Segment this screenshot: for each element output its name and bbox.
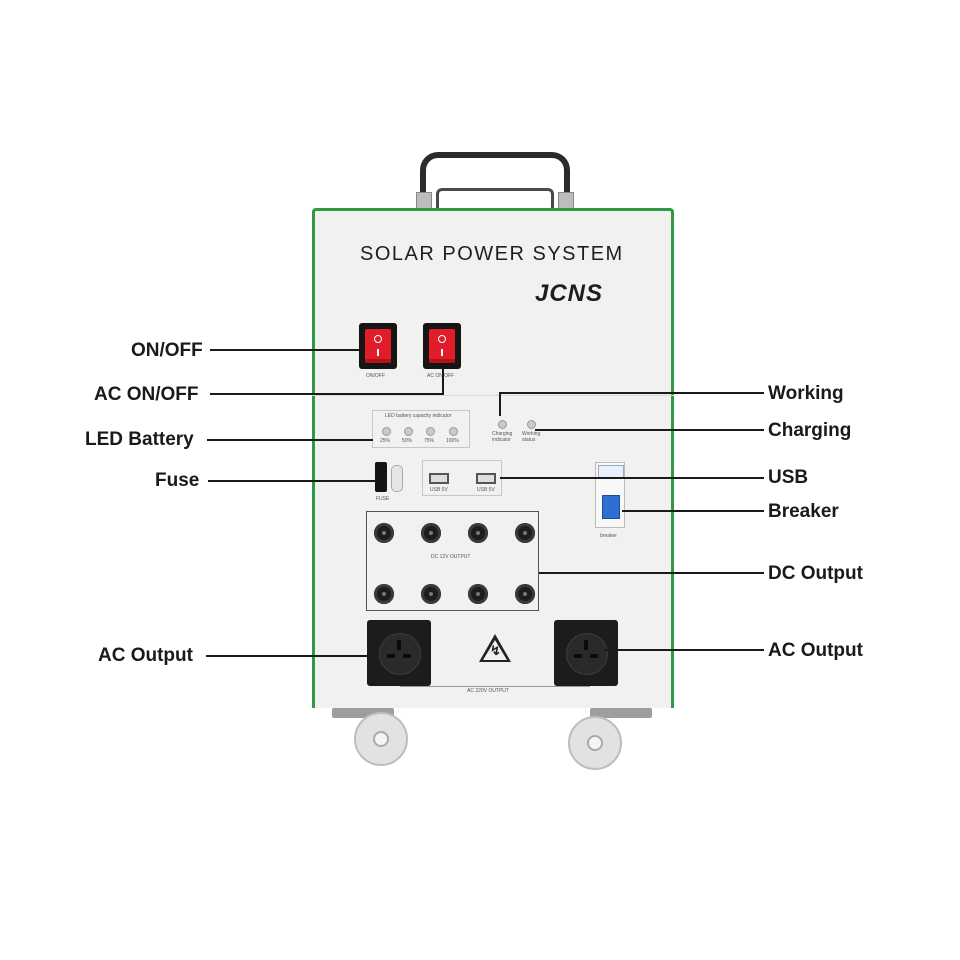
dc-jack[interactable] xyxy=(468,523,488,543)
battery-level-75: 75% xyxy=(424,438,435,444)
leader-ac-on-off xyxy=(210,393,444,395)
caster-mount-right xyxy=(590,708,652,718)
socket-pin xyxy=(403,654,411,658)
working-status-led xyxy=(527,420,536,429)
leader-ac-output-left xyxy=(206,655,369,657)
usb-port-1[interactable] xyxy=(429,473,449,484)
working-status-label: Working status xyxy=(522,431,541,443)
product-title: SOLAR POWER SYSTEM xyxy=(360,243,624,265)
leader-fuse xyxy=(208,480,376,482)
dc-jack[interactable] xyxy=(515,523,535,543)
battery-level-25: 25% xyxy=(380,438,391,444)
warning-icon-inner xyxy=(483,640,507,660)
leader-working-vertical xyxy=(499,392,501,416)
dc-jack[interactable] xyxy=(374,584,394,604)
lightning-icon: ↯ xyxy=(490,643,501,658)
carry-handle xyxy=(420,152,570,212)
carry-handle-grip xyxy=(436,188,554,210)
rocker-switch-icon xyxy=(365,329,391,363)
socket-pin xyxy=(590,654,598,658)
battery-led-100 xyxy=(449,427,458,436)
leader-usb xyxy=(500,477,764,479)
socket-pin xyxy=(584,640,588,650)
charging-indicator-led xyxy=(498,420,507,429)
battery-indicator-panel: LED battery capacity indicator 25% 50% 7… xyxy=(372,410,470,448)
callout-charging: Charging xyxy=(768,420,852,441)
dc-jack[interactable] xyxy=(468,584,488,604)
dc-output-panel: DC 12V OUTPUT xyxy=(366,511,539,611)
dc-jack[interactable] xyxy=(421,523,441,543)
breaker-toggle[interactable] xyxy=(602,495,620,519)
on-off-switch[interactable] xyxy=(359,323,397,369)
callout-on-off: ON/OFF xyxy=(131,340,203,361)
breaker-panel-label: breaker xyxy=(600,533,617,539)
ac-socket-left[interactable] xyxy=(367,620,431,686)
leader-ac-on-off-vertical xyxy=(442,369,444,395)
battery-led-25 xyxy=(382,427,391,436)
leader-breaker xyxy=(622,510,764,512)
dc-jack[interactable] xyxy=(374,523,394,543)
callout-ac-on-off: AC ON/OFF xyxy=(94,384,199,405)
callout-working: Working xyxy=(768,383,844,404)
battery-led-50 xyxy=(404,427,413,436)
rocker-switch-icon xyxy=(429,329,455,363)
fuse-label: FUSE xyxy=(376,496,390,502)
brand-logo: JCNS xyxy=(535,280,603,308)
battery-indicator-label: LED battery capacity indicator xyxy=(385,413,452,419)
leader-dc-output xyxy=(539,572,764,574)
ac-output-divider xyxy=(400,686,590,687)
usb-port-2-label: USB 5V xyxy=(477,487,495,493)
leader-charging xyxy=(535,429,764,431)
fuse-glass xyxy=(391,465,403,492)
ac-output-label: AC 220V OUTPUT xyxy=(467,688,509,694)
ac-socket-right[interactable] xyxy=(554,620,618,686)
battery-led-75 xyxy=(426,427,435,436)
callout-fuse: Fuse xyxy=(155,470,200,491)
usb-port-2[interactable] xyxy=(476,473,496,484)
callout-led-battery: LED Battery xyxy=(85,429,194,450)
leader-led-battery xyxy=(207,439,373,441)
dc-jack[interactable] xyxy=(515,584,535,604)
socket-pin xyxy=(387,654,395,658)
battery-level-50: 50% xyxy=(402,438,413,444)
panel-divider xyxy=(312,395,674,396)
socket-pin xyxy=(397,640,401,650)
usb-port-1-label: USB 5V xyxy=(430,487,448,493)
charging-indicator-label: Charging indicator xyxy=(492,431,513,443)
circuit-breaker[interactable] xyxy=(595,462,625,528)
fuse-holder[interactable] xyxy=(375,462,387,492)
callout-ac-output-right: AC Output xyxy=(768,640,863,661)
callout-breaker: Breaker xyxy=(768,501,839,522)
ac-on-off-switch-label: AC ON/OFF xyxy=(427,373,455,379)
callout-dc-output: DC Output xyxy=(768,563,863,584)
ac-on-off-switch[interactable] xyxy=(423,323,461,369)
socket-pin xyxy=(574,654,582,658)
callout-usb: USB xyxy=(768,467,809,488)
on-off-switch-label: ON/OFF xyxy=(366,373,385,379)
dc-output-label: DC 12V OUTPUT xyxy=(431,554,471,560)
usb-panel: USB 5V USB 5V xyxy=(422,460,502,496)
socket-face xyxy=(379,633,421,675)
dc-jack[interactable] xyxy=(421,584,441,604)
caster-wheel-icon xyxy=(354,712,408,766)
leader-working xyxy=(500,392,764,394)
caster-mount-left xyxy=(332,708,394,718)
callout-ac-output-left: AC Output xyxy=(98,645,193,666)
caster-wheel-icon xyxy=(568,716,622,770)
battery-level-100: 100% xyxy=(446,438,459,444)
brand-logo-text: JCNS xyxy=(535,280,604,307)
leader-on-off xyxy=(210,349,362,351)
leader-ac-output-right xyxy=(604,649,764,651)
